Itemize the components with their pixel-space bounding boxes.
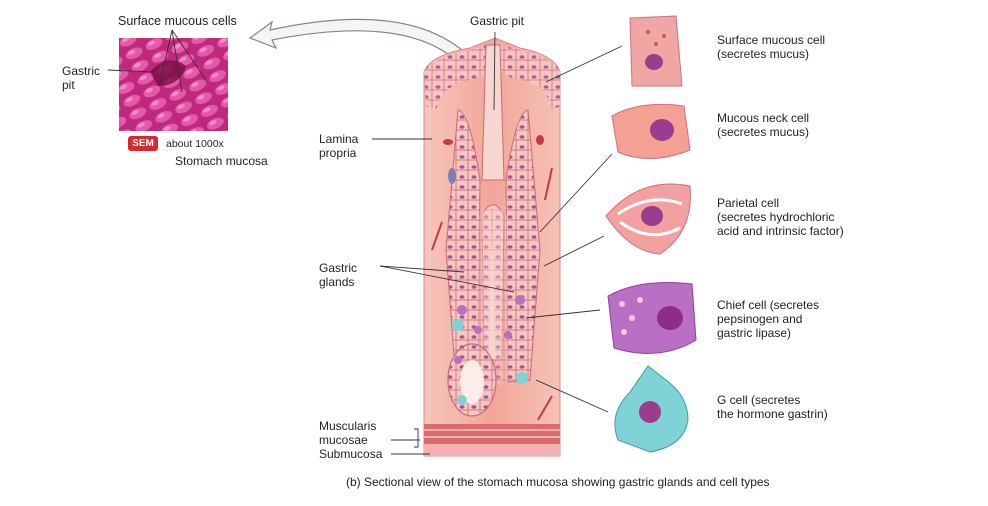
surface-mucous-cell-icon bbox=[629, 15, 683, 87]
mucous-neck-cell-label: Mucous neck cell (secretes mucus) bbox=[717, 111, 810, 139]
magnification-label: about 1000x bbox=[166, 138, 224, 150]
chief-cell-icon bbox=[607, 282, 697, 354]
figure-caption: (b) Sectional view of the stomach mucosa… bbox=[346, 475, 770, 489]
micrograph-gastric-pit-label: Gastric pit bbox=[62, 64, 101, 92]
submucosa-label: Submucosa bbox=[319, 447, 383, 461]
gastric-pit-opening bbox=[150, 60, 186, 86]
sem-badge: SEM bbox=[128, 136, 158, 151]
gastric-glands-label: Gastric glands bbox=[319, 261, 358, 289]
surface-mucous-cell-label: Surface mucous cell (secretes mucus) bbox=[717, 33, 826, 61]
zoom-arrow bbox=[248, 18, 486, 79]
leader-lines bbox=[107, 29, 623, 455]
parietal-cell-icon bbox=[605, 183, 691, 255]
micrograph-caption: Stomach mucosa bbox=[175, 154, 268, 168]
lamina-propria-label: Lamina propria bbox=[319, 132, 359, 160]
chief-cell-label: Chief cell (secretes pepsinogen and gast… bbox=[717, 298, 820, 340]
sem-micrograph bbox=[119, 38, 228, 131]
muscularis-mucosae-label: Muscularis mucosae bbox=[319, 419, 377, 447]
gastric-pit-label: Gastric pit bbox=[470, 14, 525, 28]
parietal-cell-label: Parietal cell (secretes hydrochloric aci… bbox=[717, 196, 844, 238]
mucous-neck-cell-icon bbox=[611, 103, 691, 160]
g-cell-icon bbox=[614, 365, 689, 453]
g-cell-label: G cell (secretes the hormone gastrin) bbox=[717, 393, 828, 421]
mucosa-section bbox=[423, 37, 561, 457]
surface-mucous-cells-label: Surface mucous cells bbox=[118, 14, 237, 28]
